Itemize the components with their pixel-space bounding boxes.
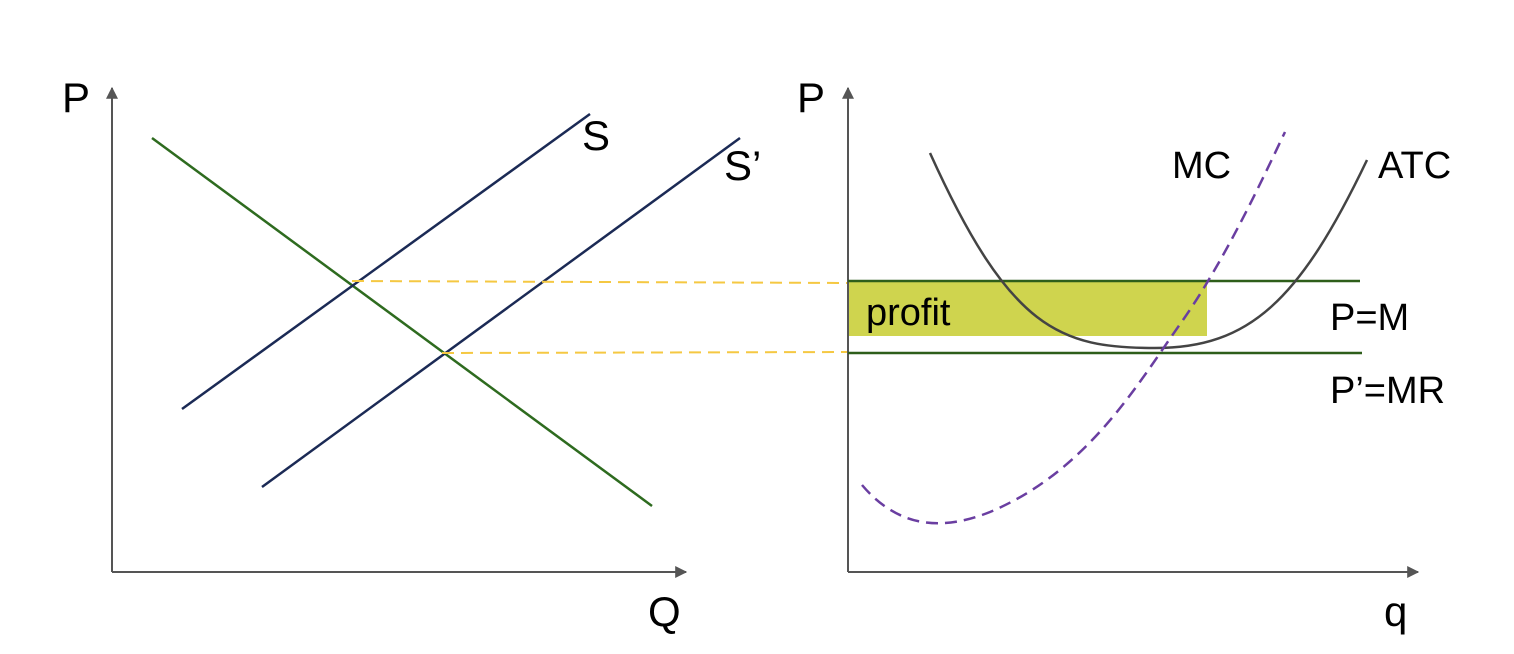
left-graph: P Q S S’ [62,74,761,635]
guide-dash-lower [441,351,849,354]
guide-dashes [351,280,849,354]
supply-shifted-label: S’ [724,142,761,189]
right-graph: P q MC ATC P=M P’=MR profit [797,74,1451,635]
atc-curve [928,152,1369,350]
left-x-axis-label: Q [648,588,681,635]
price-shifted-label: P’=MR [1330,370,1445,412]
price-label: P=M [1330,297,1409,339]
demand-curve [151,136,653,508]
atc-label: ATC [1378,145,1451,187]
guide-dash-upper [351,280,849,284]
right-x-axis-label: q [1384,588,1407,635]
right-y-axis-label: P [797,74,825,121]
mc-curve [861,131,1287,525]
supply-curve [181,112,591,411]
supply-shifted-curve [261,136,741,489]
supply-label: S [582,112,610,159]
profit-label: profit [866,292,951,334]
mc-label: MC [1172,145,1231,187]
left-y-axis-label: P [62,74,90,121]
